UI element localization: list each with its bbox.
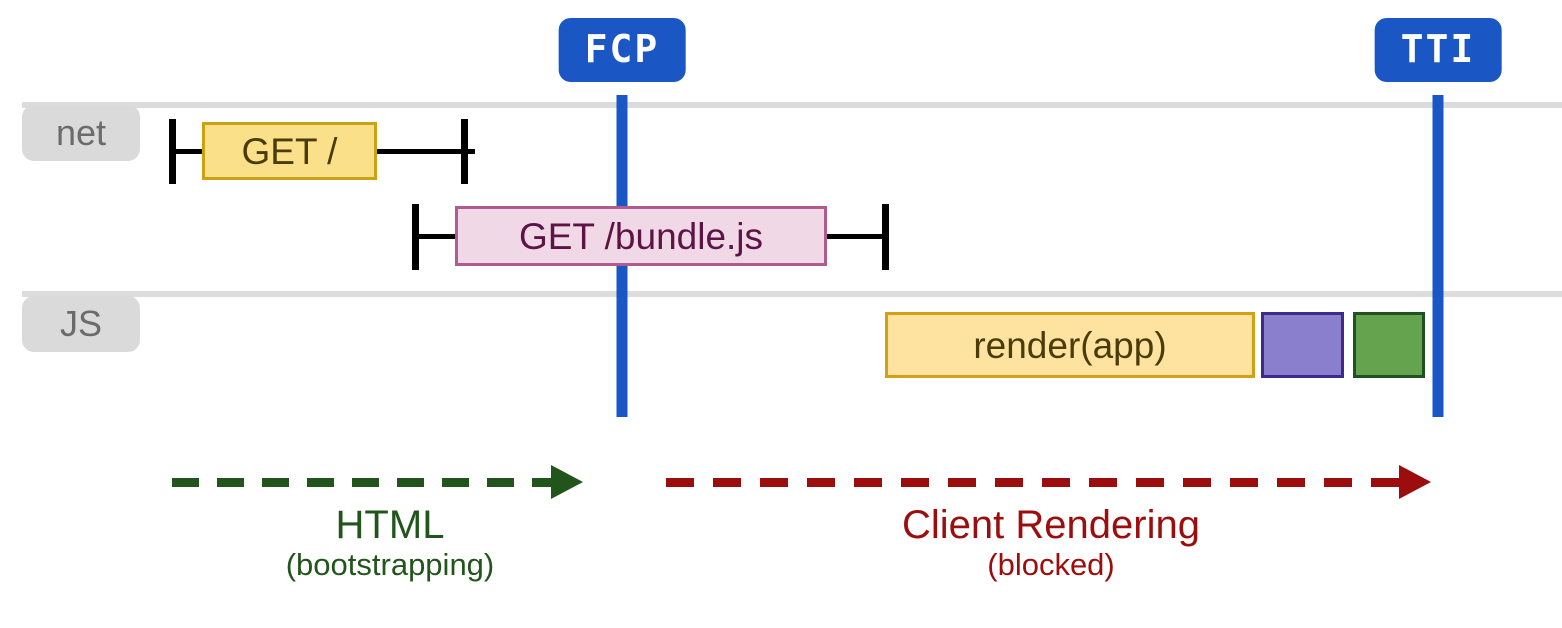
bar-render-app[interactable]: render(app) [885, 312, 1255, 378]
dashed-arrow-right-icon-client [666, 478, 1400, 487]
lane-separator-net [22, 102, 1562, 108]
phase-label-html-title: HTML [335, 503, 445, 547]
bar-get-root[interactable]: GET / [202, 122, 377, 180]
whisker-cap-right-get-bundle [882, 204, 889, 270]
arrow-head-client-icon [1399, 465, 1431, 499]
milestone-tti-badge[interactable]: TTI [1374, 18, 1502, 82]
lane-separator-js [22, 291, 1562, 297]
phase-label-html-subtitle: (bootstrapping) [285, 546, 495, 582]
milestone-tti-stem [1432, 95, 1444, 417]
phase-label-client-subtitle: (blocked) [987, 546, 1115, 582]
lane-label-net: net [22, 105, 140, 161]
bar-task-purple[interactable] [1261, 312, 1344, 378]
bar-task-green[interactable] [1353, 312, 1425, 378]
phase-label-html: HTML (bootstrapping) [190, 503, 590, 583]
phase-label-client-title: Client Rendering [902, 503, 1200, 547]
bar-get-bundle-label: GET /bundle.js [518, 215, 764, 257]
bar-get-root-label: GET / [241, 130, 338, 172]
arrow-head-html-icon [551, 465, 583, 499]
bar-render-app-label: render(app) [973, 324, 1167, 366]
dashed-arrow-right-icon-html [172, 478, 552, 487]
lane-label-net-text: net [55, 112, 107, 153]
lane-label-js-text: JS [59, 303, 102, 344]
milestone-fcp-badge[interactable]: FCP [558, 18, 686, 82]
phase-label-client-rendering: Client Rendering (blocked) [666, 503, 1436, 583]
bar-get-bundle[interactable]: GET /bundle.js [455, 206, 827, 266]
whisker-cap-right-get-root [461, 119, 468, 184]
lane-label-js: JS [22, 296, 140, 352]
